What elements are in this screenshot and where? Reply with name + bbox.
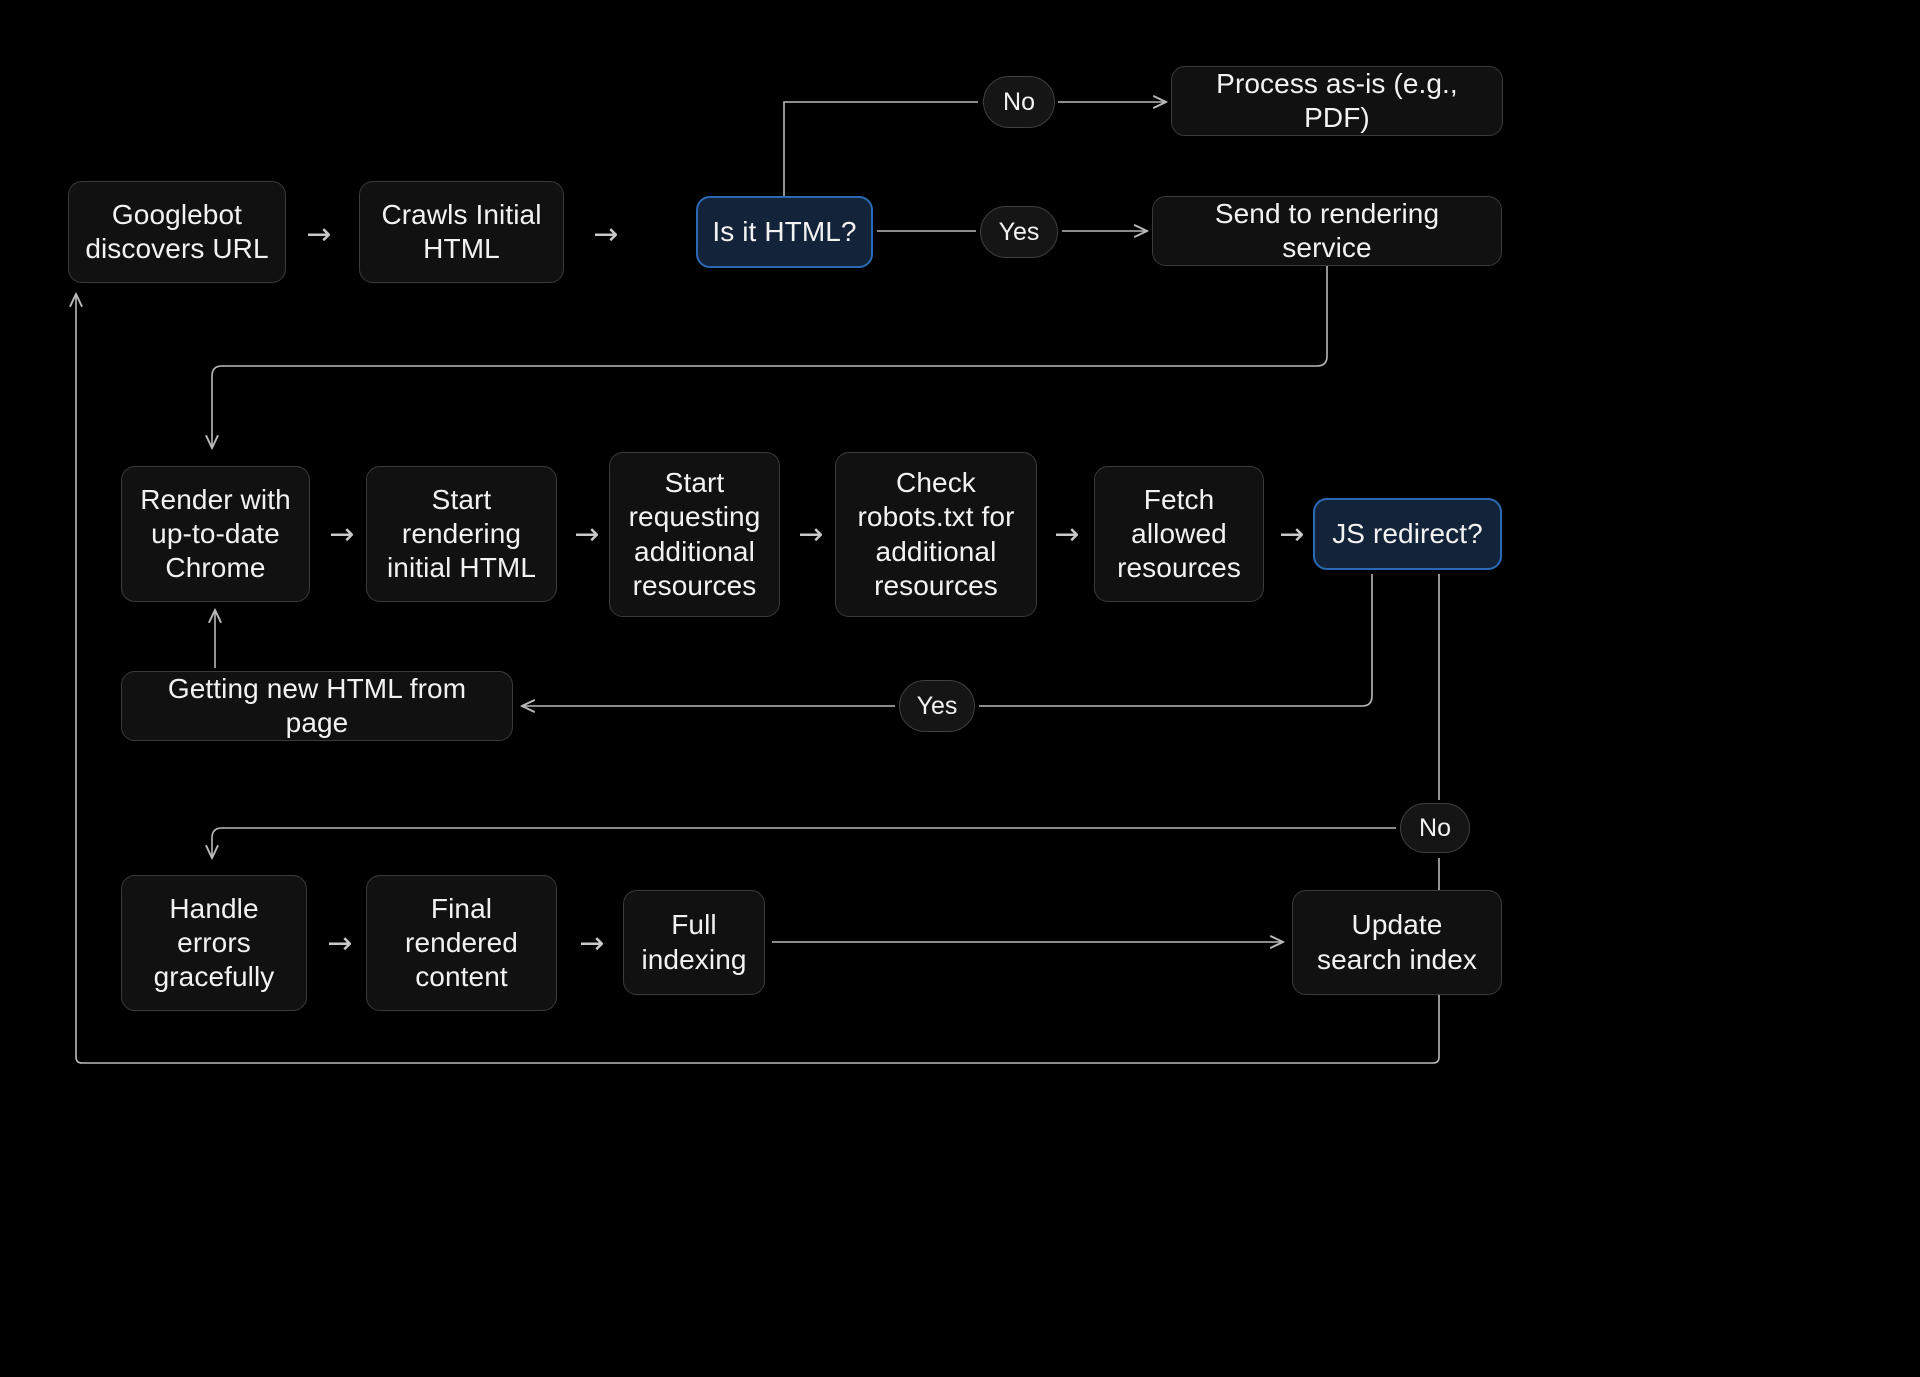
arrow-icon-a-crawls-ishtml: → — [593, 217, 619, 252]
arrow-icon-a-fetch-js: → — [1279, 517, 1305, 552]
arrow-icon-a-final-full: → — [579, 926, 605, 961]
node-crawls[interactable]: Crawls Initial HTML — [359, 181, 564, 283]
arrow-icon-a-req-robots: → — [798, 517, 824, 552]
node-update-index[interactable]: Update search index — [1292, 890, 1502, 995]
node-googlebot[interactable]: Googlebot discovers URL — [68, 181, 286, 283]
node-is-html[interactable]: Is it HTML? — [696, 196, 873, 268]
node-start-req[interactable]: Start requesting additional resources — [609, 452, 780, 617]
node-start-render[interactable]: Start rendering initial HTML — [366, 466, 557, 602]
edge-label-no-top: No — [983, 76, 1055, 128]
edge-no-to-left — [212, 827, 1396, 858]
arrow-icon-a-robots-fetch: → — [1054, 517, 1080, 552]
edge-label-no-bottom: No — [1400, 803, 1470, 853]
node-render-chrome[interactable]: Render with up-to-date Chrome — [121, 466, 310, 602]
arrow-icon-a-render-start: → — [329, 517, 355, 552]
edge-label-yes-html: Yes — [980, 206, 1058, 258]
node-handle-errors[interactable]: Handle errors gracefully — [121, 875, 307, 1011]
arrow-icon-a-googlebot-crawls: → — [306, 217, 332, 252]
node-check-robots[interactable]: Check robots.txt for additional resource… — [835, 452, 1037, 617]
arrow-icon-a-start-req: → — [574, 517, 600, 552]
node-full-index[interactable]: Full indexing — [623, 890, 765, 995]
node-send-render[interactable]: Send to rendering service — [1152, 196, 1502, 266]
edge-label-yes-loop: Yes — [899, 680, 975, 732]
edge-ishtml-to-no — [783, 101, 978, 196]
node-process-asis[interactable]: Process as-is (e.g., PDF) — [1171, 66, 1503, 136]
node-fetch-allowed[interactable]: Fetch allowed resources — [1094, 466, 1264, 602]
edge-send-to-render — [212, 266, 1328, 448]
node-getting-new[interactable]: Getting new HTML from page — [121, 671, 513, 741]
arrow-icon-a-handle-final: → — [327, 926, 353, 961]
node-js-redirect[interactable]: JS redirect? — [1313, 498, 1502, 570]
node-final-content[interactable]: Final rendered content — [366, 875, 557, 1011]
